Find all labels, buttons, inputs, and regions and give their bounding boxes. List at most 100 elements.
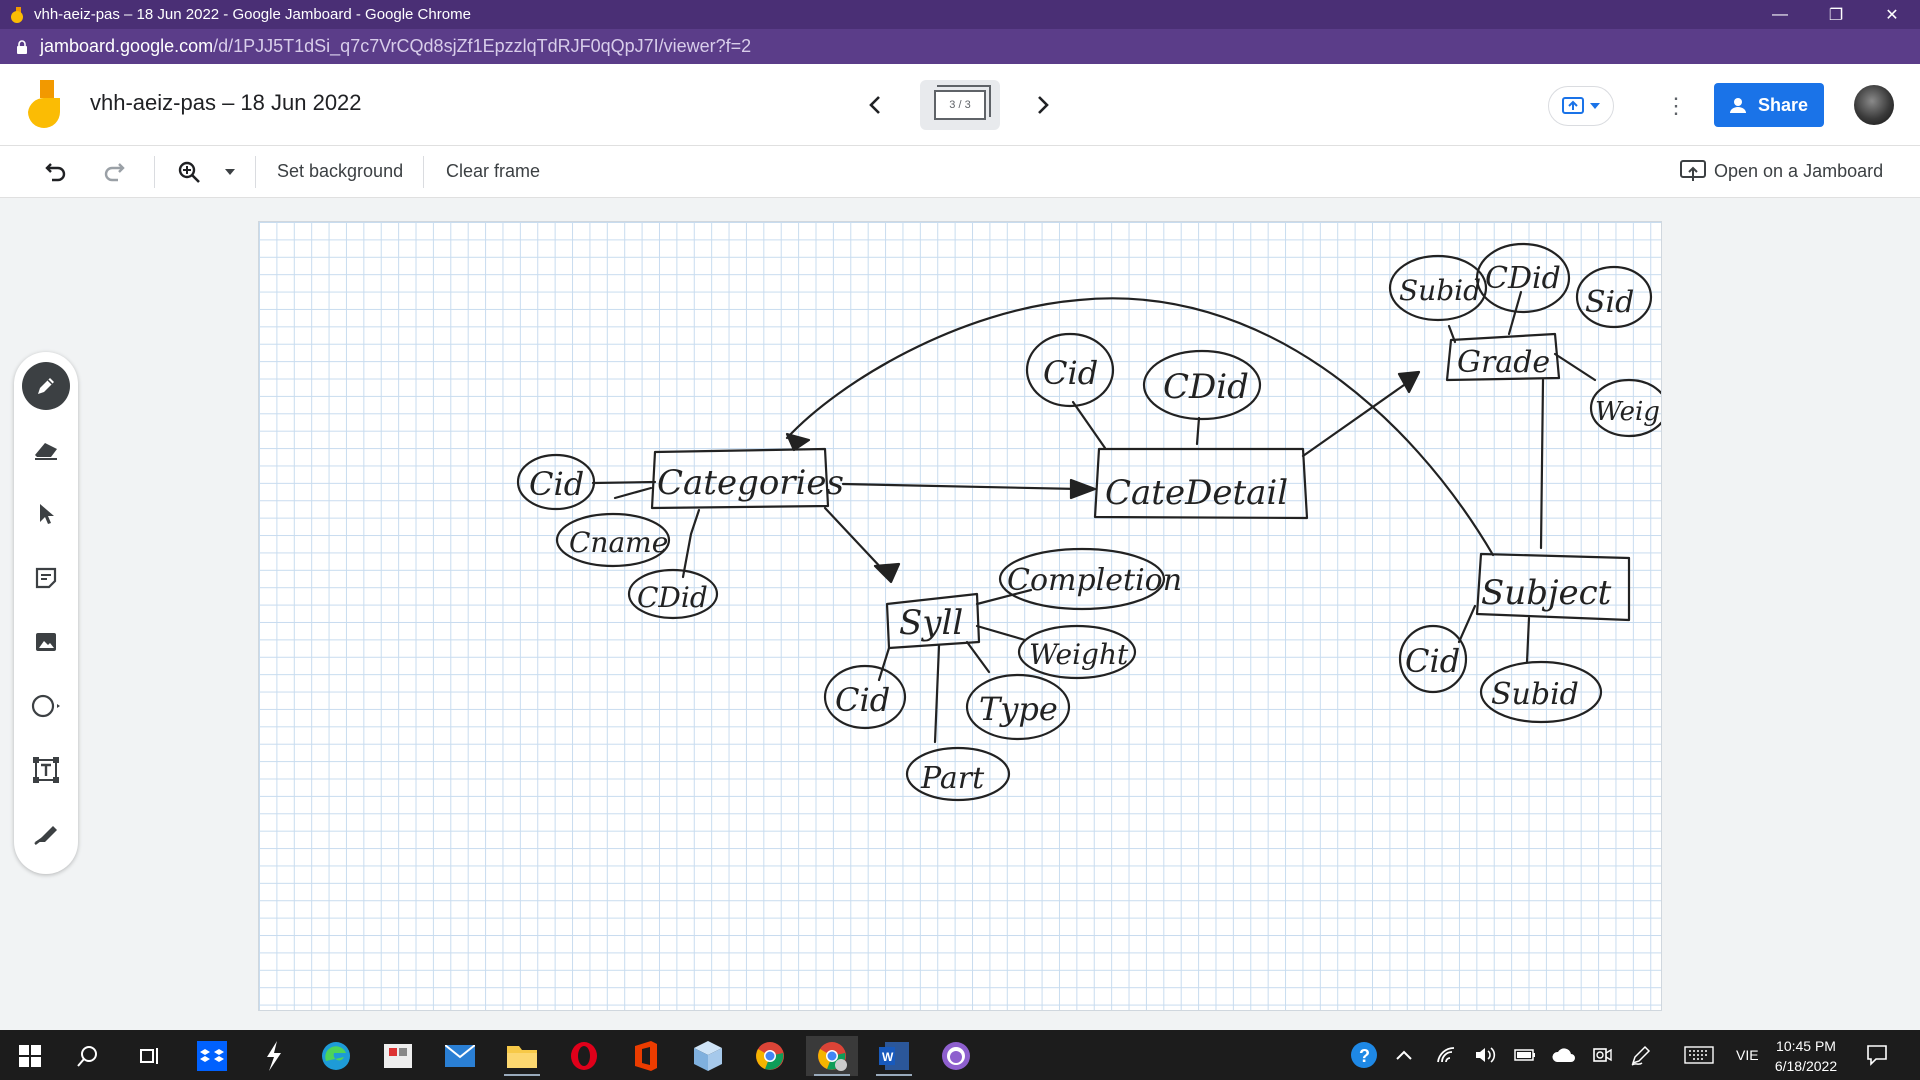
dropbox-app[interactable]	[186, 1036, 238, 1076]
image-icon	[36, 633, 56, 651]
url-path: /d/1PJJ5T1dSi_q7c7VrCQd8sjZf1EpzzlqTdRJF…	[213, 36, 752, 56]
close-icon[interactable]: ✕	[1885, 6, 1899, 24]
battery-icon	[1514, 1049, 1535, 1061]
attribute-weight: Weight	[1029, 638, 1129, 671]
account-avatar[interactable]	[1854, 85, 1894, 125]
volume-icon	[1476, 1047, 1496, 1063]
notifications-tray[interactable]	[1866, 1030, 1888, 1080]
word-app[interactable]: W	[868, 1036, 920, 1076]
toolbar-divider	[255, 156, 256, 188]
battery-tray[interactable]	[1514, 1030, 1536, 1080]
entity-grade: Grade	[1457, 345, 1550, 380]
chrome-profile-icon	[818, 1042, 847, 1071]
touch-keyboard-tray[interactable]	[1684, 1030, 1714, 1080]
camera-tray[interactable]	[1592, 1030, 1612, 1080]
laser-icon	[34, 826, 57, 845]
lightning-app-icon	[267, 1041, 281, 1071]
system-clock[interactable]: 10:45 PM 6/18/2022	[1766, 1036, 1846, 1076]
frame-bar-button[interactable]: 3 / 3	[920, 80, 1000, 130]
window-controls: — ❐ ✕	[1752, 0, 1920, 29]
cube-app[interactable]	[682, 1036, 734, 1076]
restore-icon[interactable]: ❐	[1828, 6, 1844, 24]
jamboard-favicon-icon	[11, 6, 23, 23]
edge-app[interactable]	[310, 1036, 362, 1076]
winamp-app[interactable]	[248, 1036, 300, 1076]
volume-tray[interactable]	[1474, 1030, 1496, 1080]
set-background-button[interactable]: Set background	[277, 161, 404, 181]
pen-workspace-icon	[1631, 1045, 1651, 1066]
task-view-button[interactable]	[124, 1036, 176, 1076]
present-button[interactable]	[1548, 86, 1614, 126]
frame-thumbnail: 3 / 3	[934, 85, 991, 120]
eraser-tool[interactable]	[22, 426, 70, 474]
input-language[interactable]: VIE	[1736, 1047, 1759, 1063]
chevron-right-icon	[1038, 96, 1049, 114]
undo-icon[interactable]	[42, 158, 70, 186]
caret-down-icon	[1590, 103, 1600, 109]
document-title[interactable]: vhh-aeiz-pas – 18 Jun 2022	[90, 90, 362, 115]
select-tool[interactable]	[22, 490, 70, 538]
previous-frame-button[interactable]	[862, 92, 888, 118]
next-frame-button[interactable]	[1030, 92, 1056, 118]
more-options-icon[interactable]: ⋮	[1665, 93, 1687, 118]
pen-icon	[38, 378, 54, 394]
help-tray-icon[interactable]: ?	[1350, 1030, 1378, 1080]
attribute-cdid: CDid	[1485, 261, 1561, 296]
open-on-jamboard-button[interactable]: Open on a Jamboard	[1680, 159, 1883, 183]
photos-app[interactable]	[372, 1036, 424, 1076]
redo-icon[interactable]	[100, 158, 128, 186]
zoom-icon[interactable]	[175, 158, 203, 186]
show-hidden-icons[interactable]	[1396, 1030, 1412, 1080]
share-button[interactable]: Share	[1714, 83, 1824, 127]
laser-tool[interactable]	[22, 810, 70, 858]
shape-tool[interactable]	[22, 682, 70, 730]
entity-syll: Syll	[899, 603, 963, 643]
chevron-up-icon	[1396, 1050, 1412, 1060]
word-icon: W	[879, 1042, 909, 1070]
search-button[interactable]	[62, 1036, 114, 1076]
svg-text:?: ?	[1359, 1046, 1370, 1066]
clock-time: 10:45 PM	[1776, 1038, 1836, 1054]
onedrive-tray[interactable]	[1552, 1030, 1576, 1080]
github-icon	[942, 1042, 970, 1070]
office-app[interactable]	[620, 1036, 672, 1076]
chrome-profile-app[interactable]	[806, 1036, 858, 1076]
clock-date: 6/18/2022	[1774, 1058, 1838, 1074]
eraser-icon	[35, 443, 57, 460]
open-on-jamboard-label: Open on a Jamboard	[1714, 160, 1884, 181]
hand-drawn-diagram: Cid Cname CDid Categories Cid CDid CateD…	[516, 242, 1662, 802]
editing-toolbar: Set background Clear frame Open on a Jam…	[0, 146, 1920, 198]
file-explorer-app[interactable]	[496, 1036, 548, 1076]
clear-frame-button[interactable]: Clear frame	[446, 161, 541, 181]
folder-icon	[507, 1046, 537, 1068]
github-desktop-app[interactable]	[930, 1036, 982, 1076]
attribute-weight: Weight	[1595, 397, 1662, 427]
sticky-note-tool[interactable]	[22, 554, 70, 602]
minimize-icon[interactable]: —	[1772, 5, 1788, 23]
wifi-tray[interactable]	[1436, 1030, 1458, 1080]
opera-app[interactable]	[558, 1036, 610, 1076]
text-box-tool[interactable]	[22, 746, 70, 794]
camera-icon	[1593, 1048, 1612, 1062]
attribute-cid: Cid	[1405, 642, 1460, 680]
chevron-left-icon	[869, 96, 880, 114]
pen-tool[interactable]	[22, 362, 70, 410]
toolbar-divider	[154, 156, 155, 188]
mail-app[interactable]	[434, 1036, 486, 1076]
select-icon	[40, 504, 54, 524]
pen-tray[interactable]	[1630, 1030, 1652, 1080]
zoom-dropdown-icon[interactable]	[216, 158, 244, 186]
start-button[interactable]	[4, 1036, 56, 1076]
jamboard-logo-icon	[28, 80, 60, 128]
chrome-app[interactable]	[744, 1036, 796, 1076]
wifi-icon	[1437, 1047, 1455, 1063]
app-header: vhh-aeiz-pas – 18 Jun 2022 3 / 3 ⋮ Share	[0, 64, 1920, 146]
entity-catedetail: CateDetail	[1105, 473, 1288, 513]
jam-canvas[interactable]: Cid Cname CDid Categories Cid CDid CateD…	[258, 221, 1662, 1011]
attribute-sid: Sid	[1585, 285, 1634, 320]
attribute-completion: Completion	[1007, 563, 1182, 598]
address-bar[interactable]: jamboard.google.com/d/1PJJ5T1dSi_q7c7VrC…	[0, 29, 1920, 64]
image-tool[interactable]	[22, 618, 70, 666]
cloud-icon	[1552, 1048, 1575, 1062]
chrome-icon	[756, 1042, 784, 1070]
